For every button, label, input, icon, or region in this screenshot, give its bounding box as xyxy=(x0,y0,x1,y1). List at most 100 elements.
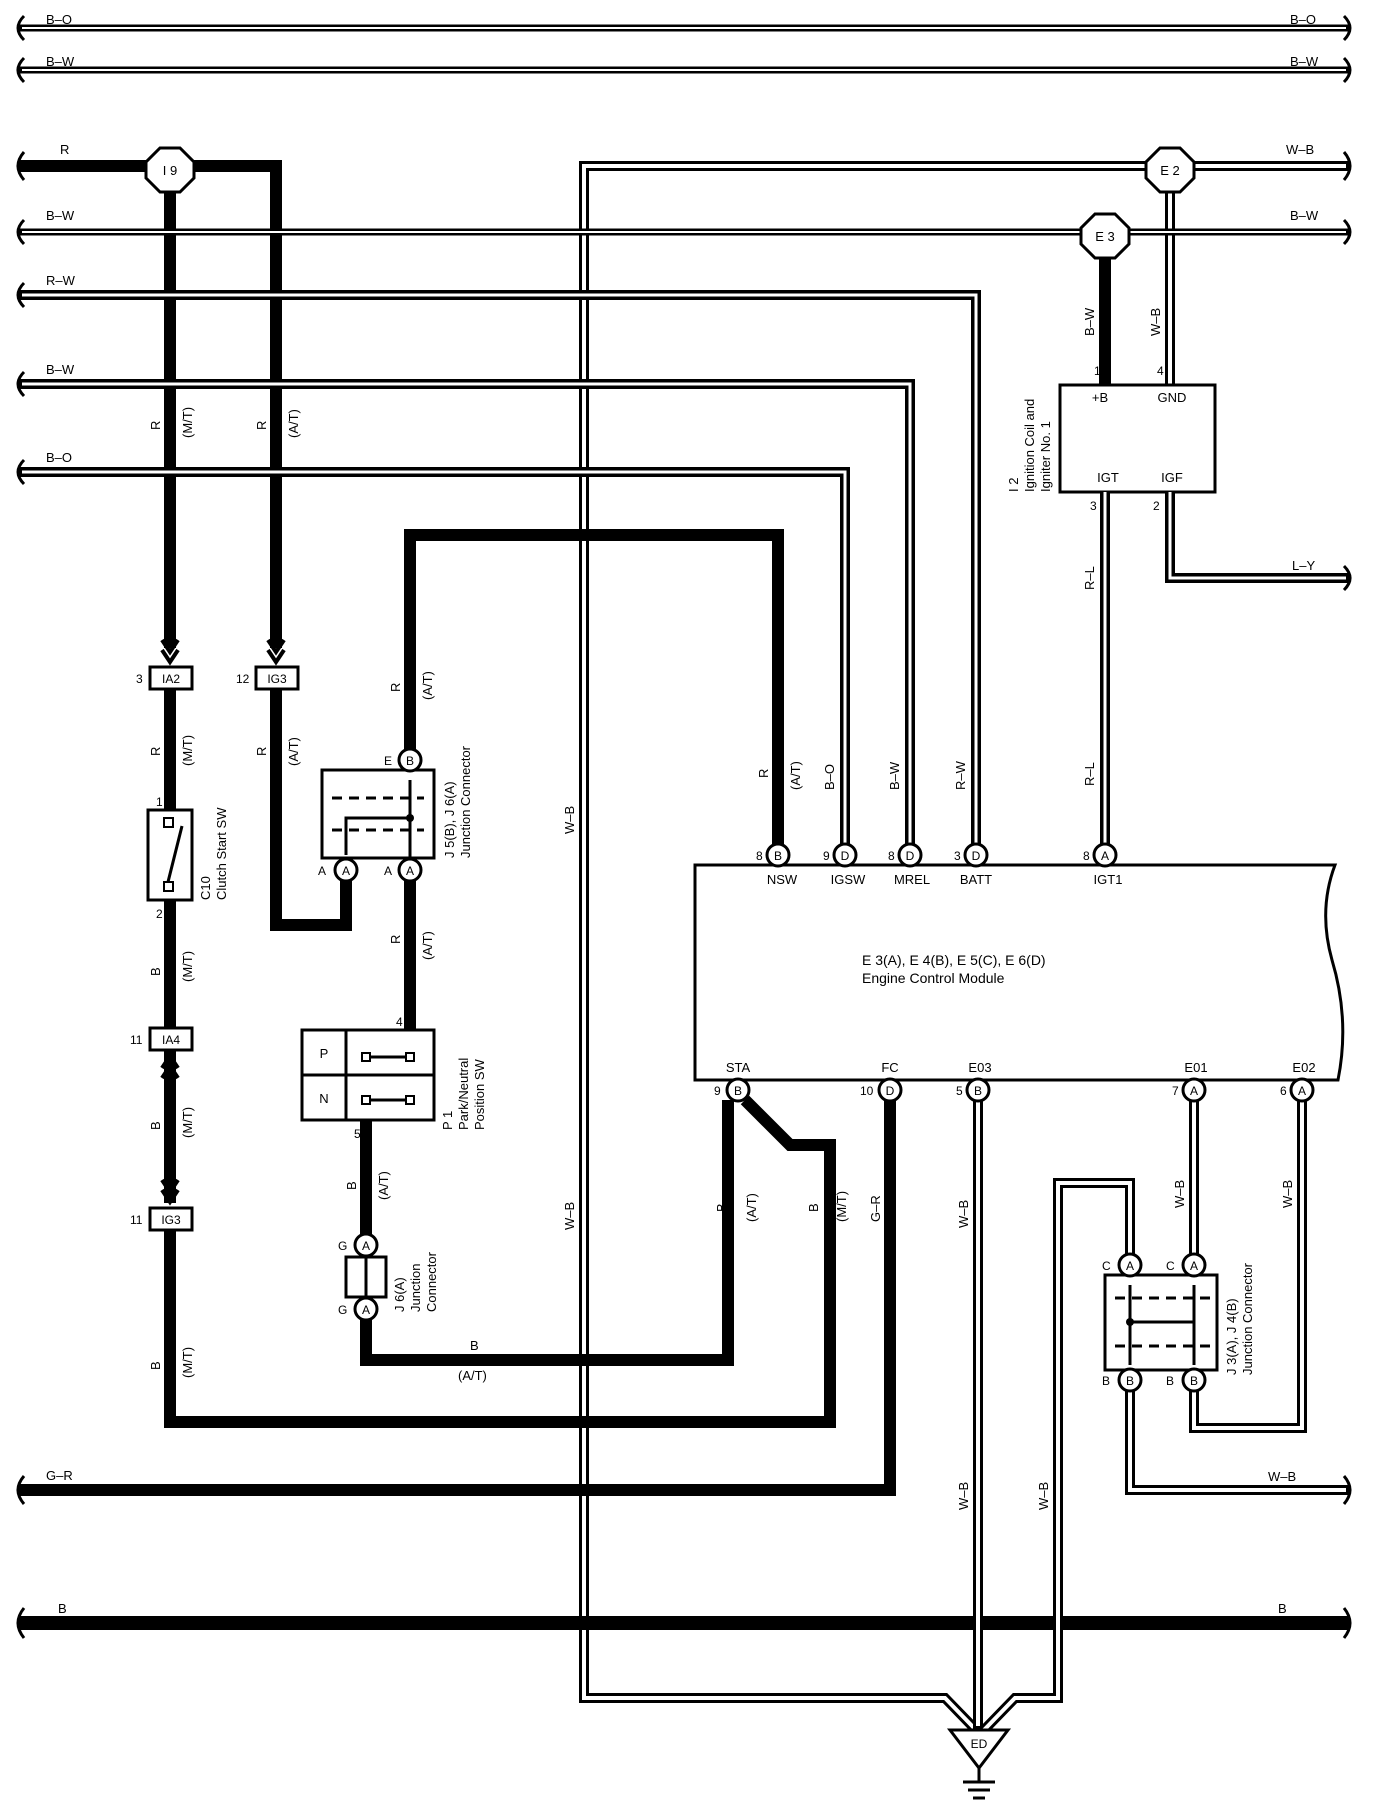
svg-text:E01: E01 xyxy=(1184,1060,1207,1075)
svg-text:C: C xyxy=(1102,1259,1111,1273)
bus-label: B–W xyxy=(46,208,75,223)
wire-b-at-sta xyxy=(360,1100,734,1366)
svg-text:7: 7 xyxy=(1172,1084,1179,1098)
svg-text:J 6(A): J 6(A) xyxy=(392,1277,407,1312)
engine-control-module: E 3(A), E 4(B), E 5(C), E 6(D) Engine Co… xyxy=(693,863,1345,1082)
svg-text:B: B xyxy=(1126,1374,1134,1388)
svg-text:Junction Connector: Junction Connector xyxy=(1240,1262,1255,1375)
svg-text:B: B xyxy=(148,1361,163,1370)
ignition-coil-i2: +B GND IGT IGF 1 4 3 2 I 2 Ignition Coil… xyxy=(1006,364,1217,513)
svg-text:GND: GND xyxy=(1158,390,1187,405)
ecm-pin-fc: D 10 FC xyxy=(860,1060,903,1103)
svg-text:(A/T): (A/T) xyxy=(420,931,435,960)
svg-text:Igniter No. 1: Igniter No. 1 xyxy=(1038,421,1053,492)
bus-label: B–W xyxy=(46,362,75,377)
svg-text:W–B: W–B xyxy=(1148,308,1163,336)
bus-label: B xyxy=(58,1601,67,1616)
clutch-start-sw-c10: 1 2 C10 Clutch Start SW xyxy=(146,795,229,921)
junction-connector-j3-j4: A C A C B B B B J 3(A), J 4(B) Junction … xyxy=(1102,1252,1255,1393)
svg-text:B: B xyxy=(344,1181,359,1190)
wire-r-w xyxy=(16,281,981,855)
svg-text:(M/T): (M/T) xyxy=(180,1107,195,1138)
svg-text:Junction Connector: Junction Connector xyxy=(458,745,473,858)
ecm-pin-e03: B 5 E03 xyxy=(956,1060,992,1103)
svg-text:E 2: E 2 xyxy=(1160,163,1180,178)
bus-label: W–B xyxy=(1286,142,1314,157)
svg-text:W–B: W–B xyxy=(562,806,577,834)
svg-text:G: G xyxy=(338,1303,347,1317)
svg-text:B–O: B–O xyxy=(822,764,837,790)
wire-w-b-j3-out xyxy=(1125,1385,1352,1505)
svg-text:I 2: I 2 xyxy=(1006,478,1021,492)
svg-text:1: 1 xyxy=(156,795,163,809)
bus-label: R xyxy=(60,142,69,157)
svg-text:(A/T): (A/T) xyxy=(744,1193,759,1222)
bus-label: R–W xyxy=(46,273,76,288)
bus-label: B–O xyxy=(1290,12,1316,27)
connector-ig3-top: IG3 12 xyxy=(236,665,300,691)
ecm-pin-sta: B 9 STA xyxy=(714,1060,751,1103)
wire-b-mt-sta xyxy=(164,1095,836,1428)
wire-b-bottom xyxy=(16,1607,1352,1639)
park-neutral-position-sw-p1: P N 4 5 P 1 Park/Neutral Position SW xyxy=(300,1015,487,1141)
svg-text:A: A xyxy=(1190,1084,1198,1098)
svg-text:IGF: IGF xyxy=(1161,470,1183,485)
bus-label: W–B xyxy=(1268,1469,1296,1484)
svg-text:11: 11 xyxy=(130,1213,143,1227)
svg-text:8: 8 xyxy=(888,849,895,863)
svg-text:B–W: B–W xyxy=(1082,307,1097,336)
svg-text:MREL: MREL xyxy=(894,872,930,887)
svg-text:A: A xyxy=(342,864,350,878)
svg-text:IG3: IG3 xyxy=(161,1213,181,1227)
svg-text:G–R: G–R xyxy=(868,1195,883,1222)
svg-text:W–B: W–B xyxy=(1280,1180,1295,1208)
svg-text:D: D xyxy=(886,1084,895,1098)
svg-text:N: N xyxy=(319,1091,328,1106)
bus-label: B–W xyxy=(46,54,75,69)
svg-text:R: R xyxy=(756,769,771,778)
svg-text:3: 3 xyxy=(1090,499,1097,513)
svg-text:B: B xyxy=(806,1203,821,1212)
svg-text:W–B: W–B xyxy=(562,1202,577,1230)
svg-text:(A/T): (A/T) xyxy=(286,409,301,438)
svg-text:D: D xyxy=(972,849,981,863)
svg-text:C: C xyxy=(1166,1259,1175,1273)
svg-text:6: 6 xyxy=(1280,1084,1287,1098)
junction-e3: E 3 xyxy=(1079,212,1131,260)
svg-text:8: 8 xyxy=(1083,849,1090,863)
svg-text:A: A xyxy=(406,864,414,878)
bus-b-o-top xyxy=(16,14,1352,42)
ecm-pin-nsw: B 8 NSW xyxy=(756,842,798,887)
svg-text:B: B xyxy=(774,849,782,863)
svg-text:A: A xyxy=(1101,849,1109,863)
svg-text:(M/T): (M/T) xyxy=(834,1191,849,1222)
svg-text:J 5(B), J 6(A): J 5(B), J 6(A) xyxy=(442,781,457,858)
bus-label: B–O xyxy=(46,12,72,27)
wire-r-nsw xyxy=(404,529,784,855)
svg-text:(A/T): (A/T) xyxy=(420,671,435,700)
svg-text:E: E xyxy=(384,754,392,768)
svg-text:R: R xyxy=(148,421,163,430)
bus-label: B–O xyxy=(46,450,72,465)
svg-text:BATT: BATT xyxy=(960,872,992,887)
wire-b-w-3 xyxy=(16,370,915,855)
svg-text:9: 9 xyxy=(714,1084,721,1098)
ecm-pin-batt: D 3 BATT xyxy=(954,842,992,887)
svg-text:IGT: IGT xyxy=(1097,470,1119,485)
junction-connector-j6: A G A G J 6(A) Junction Connector xyxy=(338,1232,439,1322)
svg-text:Engine Control Module: Engine Control Module xyxy=(862,970,1005,986)
wire-g-r xyxy=(16,1100,896,1505)
connector-ia2: IA2 3 xyxy=(136,665,194,691)
svg-text:C10: C10 xyxy=(198,876,213,900)
svg-text:IA4: IA4 xyxy=(162,1033,180,1047)
svg-text:5: 5 xyxy=(354,1127,361,1141)
svg-text:R–L: R–L xyxy=(1082,566,1097,590)
svg-text:E02: E02 xyxy=(1292,1060,1315,1075)
svg-text:2: 2 xyxy=(156,907,163,921)
wire-w-b-e02 xyxy=(1189,1100,1307,1433)
svg-text:W–B: W–B xyxy=(956,1200,971,1228)
junction-e2: E 2 xyxy=(1144,146,1196,194)
wire-r-at xyxy=(270,689,352,931)
svg-text:R: R xyxy=(388,935,403,944)
wire-labels: R (M/T) R (A/T) R (M/T) R (A/T) R (A/T) … xyxy=(148,307,1295,1510)
